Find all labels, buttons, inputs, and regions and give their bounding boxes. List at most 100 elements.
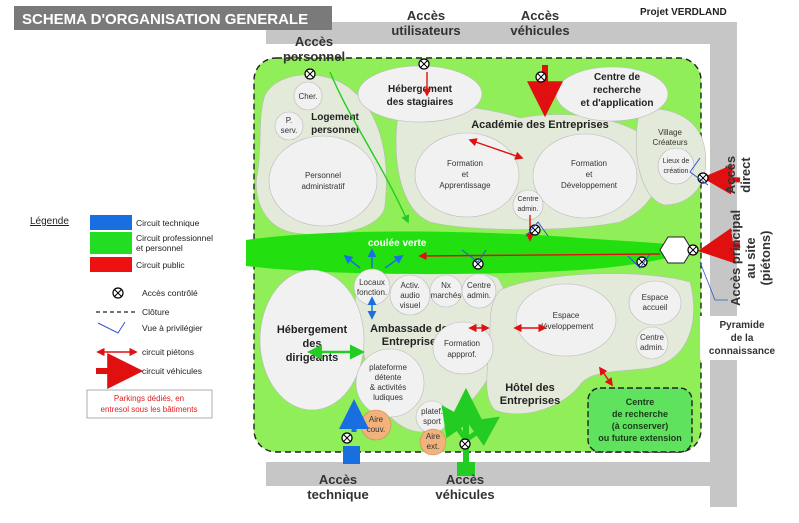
acces-principal-label-2: au site (743, 237, 758, 278)
red-path-academie (468, 138, 524, 160)
legend-controle-icon (112, 287, 124, 299)
zone-centre-admin-mid-label-1: Centre (467, 281, 492, 290)
pyramide-label-2: de la (731, 333, 754, 344)
red-path-principal (697, 228, 741, 264)
zone-locaux-fonction-label-2: fonction. (357, 288, 387, 297)
zone-hebergement-dirigeants (259, 269, 365, 411)
zone-centre-conserver-label-1: Centre (626, 397, 655, 407)
acces-principal-label: Accès principal au site (piétons) (728, 210, 773, 306)
vue-icon-admin (525, 221, 549, 237)
zone-centre-recherche-conserver (587, 387, 693, 453)
acces-principal-label-3: (piétons) (758, 231, 773, 286)
zone-centre-conserver-label-2: de recherche (612, 409, 668, 419)
zone-lieux-creation-label-2: création (664, 168, 689, 175)
green-arrow-vehicules-left (441, 405, 472, 442)
zone-plateforme-label-3: & activités (370, 383, 406, 392)
acces-technique-label-1: Accès (319, 472, 357, 487)
legend-professionnel-label: Circuit professionnel (136, 233, 213, 243)
red-path-conserver (599, 366, 613, 387)
zone-formation-apprentissage-label-3: Apprentissage (439, 181, 491, 190)
zone-pserv-label-2: serv. (281, 126, 298, 135)
zone-hebergement-stagiaires-label-1: Hébergement (388, 84, 453, 95)
zone-personnel-admin-label-1: Personnel (305, 171, 341, 180)
zone-centre-conserver-label-3: (à conserver) (612, 421, 669, 431)
zone-formation-approf-label-2: appprof. (447, 350, 476, 359)
zone-aire-couv-label-1: Aire (369, 415, 384, 424)
acces-direct-label-2: direct (738, 157, 753, 193)
acces-personnel-label-1: Accès (295, 34, 333, 49)
pyramide-label-1: Pyramide (719, 320, 764, 331)
zone-centre-recherche-label-3: et d'application (581, 98, 654, 109)
vue-icon-pyramide (699, 261, 728, 301)
controle-icon-accueil (636, 256, 648, 268)
zone-formation-developpement (532, 133, 638, 219)
zone-activ-audio-label-1: Activ. (401, 281, 420, 290)
zone-formation-developpement-label-1: Formation (571, 159, 607, 168)
zone-platef-sport-label-2: sport (423, 417, 442, 426)
zone-platef-sport-label-1: platef. (421, 407, 443, 416)
zone-logement-label-1: Logement (311, 112, 359, 123)
acces-vehicules-top-label-2: véhicules (510, 23, 569, 38)
zone-centre-recherche-label-2: recherche (593, 85, 641, 96)
acces-vehicules-bottom-label-1: Accès (446, 472, 484, 487)
zone-centre-admin-mid-label-2: admin. (467, 291, 491, 300)
zone-centre-recherche-label-1: Centre de (594, 72, 641, 83)
zone-aire-ext (419, 428, 447, 456)
zone-espace-developpement-label-1: Espace (553, 311, 580, 320)
legend-public-label: Circuit public (136, 260, 185, 270)
zone-hebergement-dirigeants-label-1: Hébergement (277, 324, 348, 336)
vue-icon-direct (689, 157, 709, 186)
red-path-coulee (418, 251, 661, 261)
acces-technique-label-2: technique (307, 487, 368, 502)
controle-icon-principal (687, 244, 699, 256)
controle-icon-coulee (472, 258, 484, 270)
legend-parkings-line-2: entresol sous les bâtiments (101, 405, 198, 414)
zone-village-label-2: Créateurs (652, 138, 687, 147)
zone-locaux-fonction-label-1: Locaux (359, 278, 385, 287)
zone-centre-conserver-label-4: ou future extension (598, 433, 682, 443)
vue-icon-coulee (461, 249, 487, 263)
legend-vue-label: Vue à privilégier (142, 323, 203, 333)
legend-swatch-technique (90, 215, 132, 230)
blue-path-left (343, 254, 361, 269)
blue-technique-stem (343, 446, 360, 464)
project-name: Projet VERDLAND (640, 7, 727, 18)
controle-icon-centre-admin (529, 224, 541, 236)
zone-pserv (274, 111, 304, 141)
zone-centre-admin-top (512, 189, 544, 221)
acces-personnel-label-2: personnel (283, 49, 345, 64)
controle-icon-vehicules-bottom (459, 438, 471, 450)
acces-principal-label-1: Accès principal (728, 210, 743, 306)
legend-pietons-label: circuit piétons (142, 347, 194, 357)
zone-nx-marches-label-1: Nx (441, 281, 451, 290)
legend-swatch-professionnel (90, 232, 132, 254)
zone-hotel-label-2: Entreprises (500, 395, 561, 407)
zone-cher (293, 81, 323, 111)
coulee-verte-label: coulée verte (368, 238, 427, 249)
acces-vehicules-bottom-label-2: véhicules (435, 487, 494, 502)
legend-controle-label: Accès contrôlé (142, 288, 198, 298)
legend-swatch-public (90, 257, 132, 272)
controle-icon-technique (341, 432, 353, 444)
acces-direct-label-1: Accès (723, 156, 738, 194)
zone-lieux-creation-label-1: Lieux de (663, 158, 690, 165)
zone-hotel-label-1: Hôtel des (505, 382, 555, 394)
zone-personnel-admin (268, 135, 378, 227)
zone-espace-developpement-label-2: développement (539, 322, 594, 331)
zone-formation-approf-label-1: Formation (444, 339, 480, 348)
zone-logement-label-2: personnel (311, 125, 359, 136)
zone-plateforme-label-4: ludiques (373, 393, 403, 402)
zone-hebergement-dirigeants-label-3: dirigeants (286, 352, 339, 364)
zone-centre-admin-mid (461, 273, 497, 309)
zone-formation-developpement-label-3: Développement (561, 181, 618, 190)
zone-plateforme (355, 348, 425, 418)
legend: Légende Circuit technique Circuit profes… (30, 215, 213, 419)
legend-technique-label: Circuit technique (136, 218, 200, 228)
page-title: SCHEMA D'ORGANISATION GENERALE (22, 11, 308, 28)
zone-lieux-creation (657, 147, 695, 185)
controle-icon-vehicules-top (535, 71, 547, 83)
zone-plateforme-label-2: détente (375, 373, 402, 382)
legend-cloture-label: Clôture (142, 307, 170, 317)
zone-activ-audio (389, 274, 431, 316)
